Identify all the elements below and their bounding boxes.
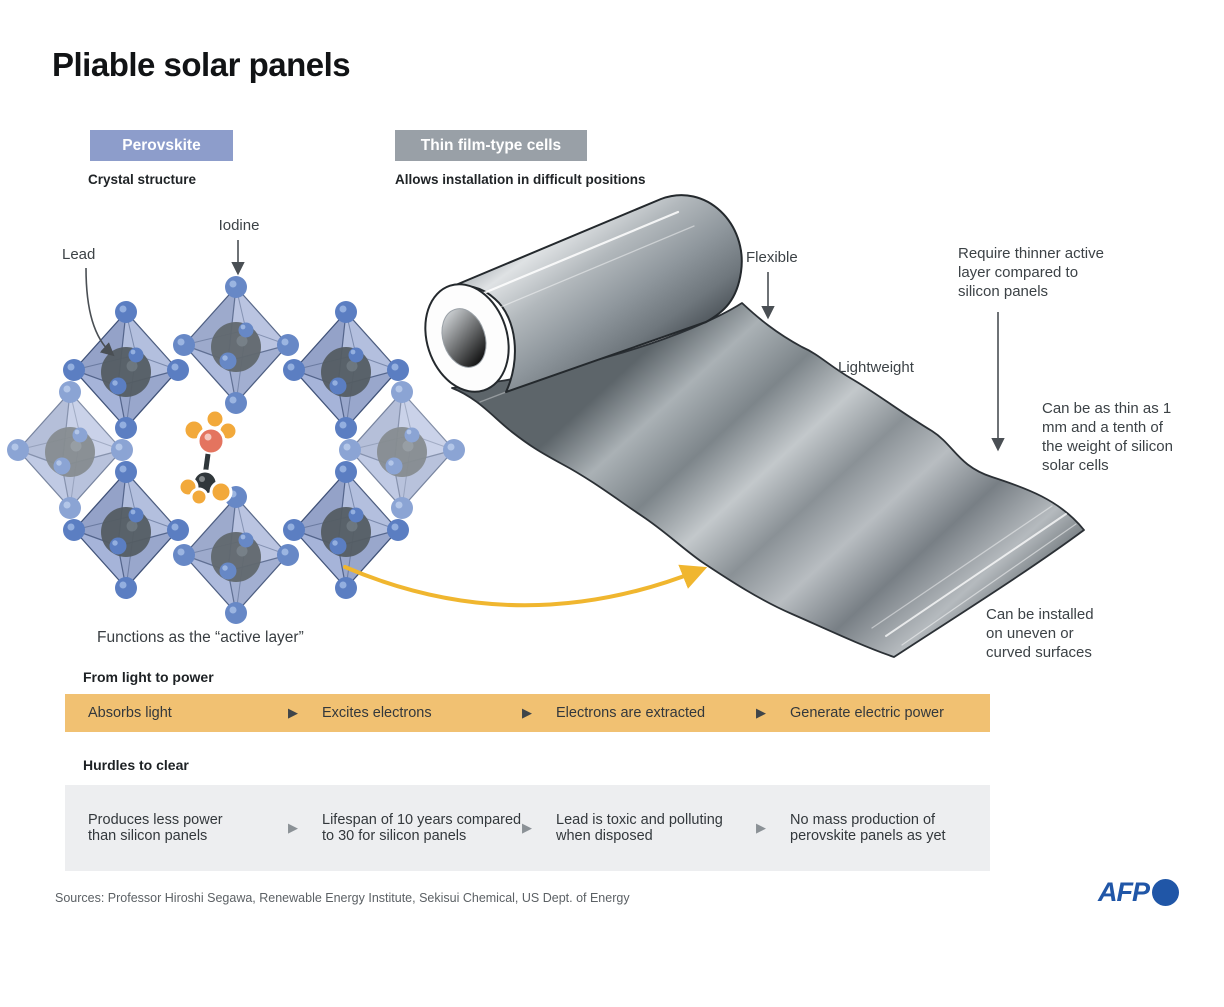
sources-line: Sources: Professor Hiroshi Segawa, Renew…: [55, 891, 630, 905]
hurdles-bar: Produces less power than silicon panels …: [65, 785, 990, 871]
lightweight-label: Lightweight: [838, 359, 914, 376]
iodine-label: Iodine: [218, 217, 260, 234]
perovskite-crystal-illustration: [7, 276, 465, 624]
step-arrow-icon: ▶: [756, 705, 766, 720]
process-step: Absorbs light: [88, 705, 172, 721]
page-title: Pliable solar panels: [52, 46, 351, 83]
process-step: Excites electrons: [322, 705, 432, 721]
perovskite-subtitle: Crystal structure: [88, 172, 197, 187]
afp-logo-text: AFP: [1098, 877, 1150, 907]
thinfilm-subtitle: Allows installation in difficult positio…: [395, 172, 646, 187]
process-step: Generate electric power: [790, 705, 944, 721]
thinfilm-badge: Thin film-type cells: [395, 130, 587, 161]
roll-cylinder-illustration: [424, 194, 743, 393]
afp-logo: AFP: [1098, 877, 1179, 908]
step-arrow-icon: ▶: [756, 820, 766, 835]
afp-logo-dot-icon: [1152, 879, 1179, 906]
active-layer-caption: Functions as the “active layer”: [97, 629, 304, 646]
hurdle-item: Lead is toxic and polluting when dispose…: [556, 812, 723, 844]
step-arrow-icon: ▶: [288, 705, 298, 720]
flexible-label: Flexible: [746, 249, 798, 266]
thinness-weight-label: Can be as thin as 1 mm and a tenth of th…: [1042, 400, 1173, 475]
process-heading: From light to power: [83, 669, 214, 685]
cation-molecule: [177, 408, 239, 507]
active-layer-transform-arrow: [343, 564, 708, 608]
perovskite-badge: Perovskite: [90, 130, 233, 161]
process-bar: Absorbs light ▶ Excites electrons ▶ Elec…: [65, 694, 990, 732]
hurdle-item: Produces less power than silicon panels: [88, 812, 223, 844]
step-arrow-icon: ▶: [522, 705, 532, 720]
lead-label: Lead: [62, 246, 96, 263]
hurdles-heading: Hurdles to clear: [83, 757, 189, 773]
install-surfaces-label: Can be installed on uneven or curved sur…: [986, 606, 1094, 662]
hurdle-item: No mass production of perovskite panels …: [790, 812, 946, 844]
hurdle-item: Lifespan of 10 years compared to 30 for …: [322, 812, 522, 844]
lead-arrow: [85, 267, 115, 357]
process-step: Electrons are extracted: [556, 705, 706, 721]
roll-core-hole: [441, 308, 487, 368]
thinner-active-layer-label: Require thinner active layer compared to…: [958, 245, 1104, 301]
step-arrow-icon: ▶: [288, 820, 298, 835]
step-arrow-icon: ▶: [522, 820, 532, 835]
